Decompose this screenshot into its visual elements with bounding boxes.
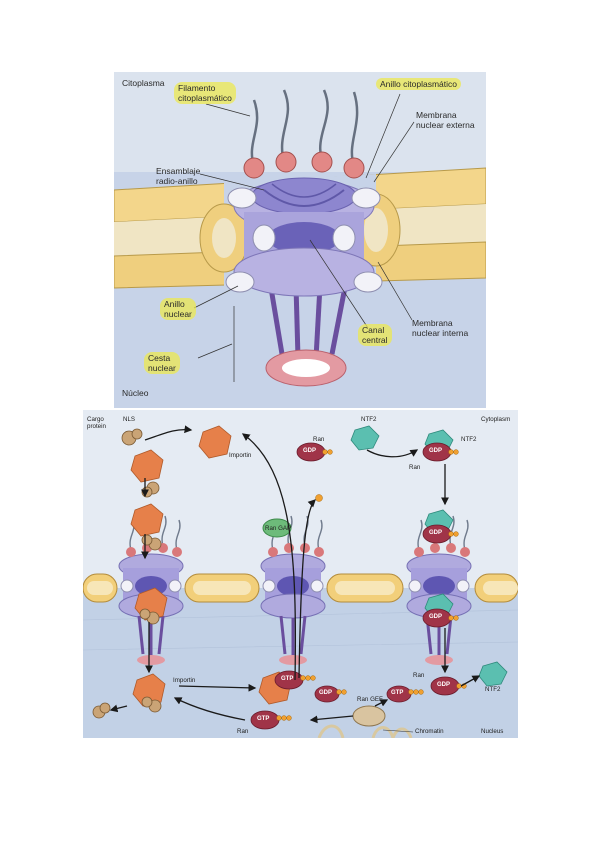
gtp-tag-bottom: GTP (257, 716, 270, 722)
gdp-tag-top: GDP (303, 448, 317, 454)
label-ntf2-right: NTF2 (461, 436, 477, 443)
label-canal-central: Canal central (358, 324, 392, 346)
label-anillo-nuc-line1: Anillo (164, 299, 185, 309)
gdp-tag-right: GDP (429, 448, 443, 454)
label-membrana-ext-line2: nuclear externa (416, 120, 475, 130)
label-canal-line2: central (362, 335, 388, 345)
gdp-tag-nucleus-right: GDP (437, 682, 451, 688)
label-membrana-int-line1: Membrana (412, 318, 453, 328)
label-ran-gap: Ran GAP (265, 525, 292, 532)
gdp-tag-pore3-upper: GDP (429, 530, 443, 536)
label-nucleus: Nucleus (481, 728, 504, 735)
label-membrana-interna: Membrana nuclear interna (412, 318, 468, 338)
gdp-tag-nucleus-mid: GDP (319, 690, 333, 696)
nuclear-transport-cycle-diagram: Cargo protein NLS Importin Ran NTF2 Cyto… (83, 410, 518, 738)
label-membrana-int-line2: nuclear interna (412, 328, 469, 338)
label-ntf2-nucleus: NTF2 (485, 686, 501, 693)
label-cesta-line2: nuclear (148, 363, 176, 373)
label-membrana-externa: Membrana nuclear externa (416, 110, 475, 130)
label-ensamblaje-line2: radio-anillo (156, 176, 198, 186)
label-ran-nucleus-right: Ran (413, 672, 425, 679)
label-anillo-nuclear: Anillo nuclear (160, 298, 196, 320)
label-citoplasma: Citoplasma (122, 78, 165, 88)
label-ran-top: Ran (313, 436, 325, 443)
label-ran-gef: Ran GEF (357, 696, 383, 703)
label-nls: NLS (123, 416, 136, 423)
label-nucleo: Núcleo (122, 388, 149, 398)
label-filamento-citoplasmatico: Filamento citoplasmático (174, 82, 236, 104)
label-ntf2-top: NTF2 (361, 416, 377, 423)
gtp-tag-complex: GTP (281, 676, 294, 682)
label-ran-right: Ran (409, 464, 421, 471)
gdp-tag-pore3-lower: GDP (429, 614, 443, 620)
label-cesta-nuclear: Cesta nuclear (144, 352, 180, 374)
label-cargo-line2: protein (87, 423, 106, 430)
label-membrana-ext-line1: Membrana (416, 110, 457, 120)
label-importin-bottom: Importin (173, 677, 196, 684)
nuclear-pore-structure-diagram: Citoplasma Filamento citoplasmático Anil… (114, 72, 486, 408)
label-anillo-nuc-line2: nuclear (164, 309, 192, 319)
label-ensamblaje-radio-anillo: Ensamblaje radio-anillo (156, 166, 200, 186)
label-chromatin: Chromatin (415, 728, 444, 735)
label-importin-top: Importin (229, 452, 252, 459)
label-cesta-line1: Cesta (148, 353, 171, 363)
label-filamento-line1: Filamento (178, 83, 216, 93)
gtp-tag-ran-gef: GTP (391, 690, 404, 696)
label-canal-line1: Canal (362, 325, 385, 335)
label-anillo-citoplasmatico: Anillo citoplasmático (376, 78, 462, 90)
label-ensamblaje-line1: Ensamblaje (156, 166, 201, 176)
label-filamento-line2: citoplasmático (178, 93, 232, 103)
label-cargo-protein: Cargo protein (87, 416, 106, 430)
label-ran-bottom: Ran (237, 728, 249, 735)
label-cargo-line1: Cargo (87, 416, 104, 423)
label-cytoplasm: Cytoplasm (481, 416, 511, 423)
